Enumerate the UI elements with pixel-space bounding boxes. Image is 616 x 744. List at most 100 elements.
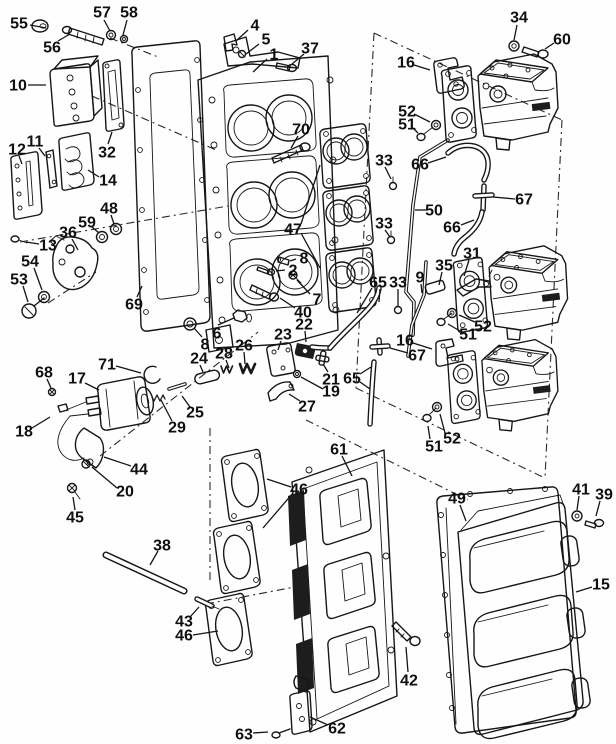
leader-line-12: [18, 155, 23, 165]
part-label-51: 51: [425, 439, 443, 456]
leader-line-8: [193, 327, 203, 338]
part-label-44: 44: [130, 462, 148, 479]
part-label-27: 27: [298, 399, 316, 416]
part-label-5: 5: [262, 32, 271, 49]
fuel-hoses-and-links: [309, 138, 495, 427]
part-label-65: 65: [369, 275, 387, 292]
leader-line-36: [71, 238, 79, 251]
port-gaskets: [102, 448, 269, 667]
leader-line-28: [225, 359, 230, 369]
part-label-70: 70: [292, 122, 310, 139]
leader-line-13: [25, 241, 40, 245]
leader-line-68: [46, 378, 52, 389]
leader-line-43: [189, 606, 200, 618]
leader-line-16: [413, 64, 431, 71]
leader-line-46: [262, 492, 294, 529]
reed-plate-group: [10, 132, 95, 244]
leader-line-41: [576, 495, 580, 511]
leader-line-18: [31, 416, 51, 429]
part-label-17: 17: [68, 371, 86, 388]
part-label-56: 56: [43, 40, 61, 57]
part-label-1: 1: [270, 47, 279, 64]
leader-line-11: [38, 147, 46, 157]
leader-line-39: [595, 500, 601, 517]
part-label-63: 63: [235, 727, 253, 744]
part-label-45: 45: [66, 510, 84, 527]
leader-line-65: [359, 366, 372, 375]
part-label-60: 60: [553, 32, 571, 49]
part-label-58: 58: [120, 5, 138, 22]
part-label-38: 38: [153, 538, 171, 555]
leader-line-66: [460, 219, 475, 226]
part-label-9: 9: [416, 270, 425, 287]
carburetor-2: [436, 245, 569, 341]
carburetor-3: [422, 338, 559, 432]
part-label-26: 26: [235, 338, 253, 355]
part-label-13: 13: [39, 238, 57, 255]
part-label-12: 12: [8, 142, 26, 159]
part-label-48: 48: [100, 201, 118, 218]
carburetor-gaskets: [319, 123, 377, 313]
part-label-67: 67: [408, 348, 426, 365]
leader-line-48: [110, 214, 115, 225]
leader-line-27: [288, 393, 301, 402]
silencer-plate: [271, 449, 421, 739]
leader-line-46: [192, 630, 219, 636]
leader-line-8: [289, 258, 297, 262]
part-label-41: 41: [572, 482, 590, 499]
leader-line-32: [107, 131, 113, 145]
leader-line-37: [291, 53, 305, 65]
part-label-20: 20: [116, 484, 134, 501]
assembly-alignment-lines: [19, 32, 563, 605]
part-label-2: 2: [289, 263, 298, 280]
part-label-52: 52: [398, 104, 416, 121]
intake-manifold: [197, 33, 340, 353]
part-label-21: 21: [322, 372, 340, 389]
leader-line-61: [341, 455, 353, 477]
leader-line-22: [304, 330, 307, 343]
leader-line-24: [199, 364, 204, 373]
part-label-10: 10: [9, 78, 27, 95]
part-label-33: 33: [375, 216, 393, 233]
manifold-gasket: [131, 40, 211, 332]
leader-line-35: [438, 271, 443, 286]
part-label-57: 57: [93, 5, 111, 22]
part-label-36: 36: [59, 225, 77, 242]
part-label-67: 67: [515, 192, 533, 209]
leader-line-16: [412, 342, 433, 350]
mount-bracket: [21, 222, 123, 319]
leader-line-65: [359, 381, 371, 390]
leader-line-21: [322, 363, 329, 373]
part-label-6: 6: [213, 326, 222, 343]
air-silencer-base: [436, 486, 577, 734]
part-label-61: 61: [330, 442, 348, 459]
leader-line-19: [300, 376, 324, 390]
leader-line-52: [458, 314, 476, 323]
part-label-43: 43: [175, 614, 193, 631]
leader-line-65: [378, 288, 381, 303]
part-label-52: 52: [474, 319, 492, 336]
leader-line-70: [290, 135, 299, 149]
part-label-47: 47: [284, 222, 302, 239]
part-label-46: 46: [290, 482, 308, 499]
part-label-28: 28: [215, 346, 233, 363]
leader-line-33: [384, 229, 391, 238]
leader-line-53: [22, 285, 29, 303]
leader-line-33: [384, 166, 392, 180]
leader-line-67: [389, 347, 409, 354]
part-label-33: 33: [389, 275, 407, 292]
part-label-40: 40: [294, 305, 312, 322]
leader-line-44: [103, 456, 132, 467]
leader-line-51: [427, 425, 431, 440]
part-label-15: 15: [592, 577, 610, 594]
leader-line-67: [492, 196, 516, 200]
leader-line-63: [252, 731, 269, 734]
part-label-4: 4: [251, 18, 260, 35]
part-label-49: 49: [448, 491, 466, 508]
part-label-66: 66: [411, 157, 429, 174]
cover-gasket: [102, 59, 125, 132]
leader-line-55: [29, 24, 47, 29]
part-label-16: 16: [397, 55, 415, 72]
leader-line-65: [356, 287, 373, 314]
